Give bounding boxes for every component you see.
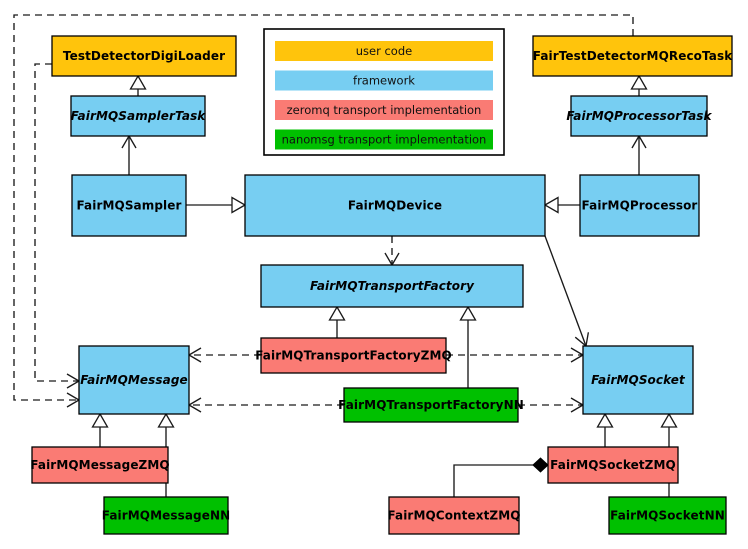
class-name-FairMQDevice: FairMQDevice [348, 199, 442, 213]
class-node-FairMQSocketZMQ[interactable]: FairMQSocketZMQ [547, 446, 679, 484]
class-box-FairMQSocket[interactable] [582, 345, 694, 415]
class-box-FairMQMessage[interactable] [78, 345, 190, 415]
class-box-FairMQSocketNN[interactable] [608, 496, 727, 535]
edge-e-processor-device [543, 196, 580, 214]
edge-e-tfnn-message [187, 397, 344, 413]
class-node-FairMQSampler[interactable]: FairMQSampler [71, 174, 187, 237]
class-box-FairMQMessageZMQ[interactable] [31, 446, 169, 484]
class-name-FairMQTransportFactoryZMQ: FairMQTransportFactoryZMQ [255, 349, 452, 363]
generalization-arrowhead-icon [543, 196, 559, 214]
class-name-FairMQTransportFactory: FairMQTransportFactory [310, 279, 475, 293]
generalization-arrowhead-icon [459, 305, 477, 321]
class-node-FairMQMessage[interactable]: FairMQMessage [78, 345, 190, 415]
edge-e-digiloader-samplertask [129, 74, 147, 96]
class-name-FairMQSocketNN: FairMQSocketNN [610, 509, 725, 523]
class-node-TestDetectorDigiLoader[interactable]: TestDetectorDigiLoader [51, 35, 237, 77]
class-name-FairMQProcessorTask: FairMQProcessorTask [566, 109, 712, 123]
class-box-FairMQTransportFactory[interactable] [260, 264, 524, 308]
legend-layer: user code framework zeromq transport imple… [263, 28, 505, 156]
edge-e-tfzmq-tf [328, 305, 346, 338]
legend-entry-nanomsg: nanomsg transport implementation [275, 129, 493, 150]
class-node-FairMQDevice[interactable]: FairMQDevice [244, 174, 546, 237]
class-name-TestDetectorDigiLoader: TestDetectorDigiLoader [63, 49, 225, 63]
class-node-FairMQTransportFactoryNN[interactable]: FairMQTransportFactoryNN [338, 387, 524, 423]
edge-e-processor-processortask [631, 134, 647, 175]
edge-e-tfzmq-socket [446, 347, 585, 363]
class-node-FairMQProcessor[interactable]: FairMQProcessor [579, 174, 700, 237]
class-node-FairMQTransportFactoryZMQ[interactable]: FairMQTransportFactoryZMQ [255, 337, 452, 374]
edge-path [13, 14, 634, 401]
class-name-FairTestDetectorMQRecoTask: FairTestDetectorMQRecoTask [533, 49, 733, 63]
class-box-FairMQMessageNN[interactable] [103, 496, 229, 535]
edge-e-device-transportfactory [384, 236, 400, 267]
class-box-TestDetectorDigiLoader[interactable] [51, 35, 237, 77]
class-box-FairMQTransportFactoryNN[interactable] [343, 387, 519, 423]
class-box-FairMQProcessorTask[interactable] [570, 95, 708, 137]
legend-label-framework: framework [353, 74, 415, 88]
edge-e-contextzmq-socketzmq [453, 457, 549, 497]
edge-e-tfnn-tf [459, 305, 477, 388]
legend-entry-user_code: user code [275, 41, 493, 61]
legend-label-zeromq: zeromq transport implementation [287, 103, 482, 117]
class-name-FairMQMessageZMQ: FairMQMessageZMQ [30, 458, 169, 472]
class-name-FairMQMessageNN: FairMQMessageNN [102, 509, 231, 523]
legend-swatch-nanomsg [275, 129, 493, 150]
class-node-FairMQProcessorTask[interactable]: FairMQProcessorTask [566, 95, 712, 137]
generalization-arrowhead-icon [129, 74, 147, 90]
edge-e-tfnn-socket [518, 397, 585, 413]
edge-e-tfzmq-message [187, 347, 261, 363]
class-node-FairMQSamplerTask[interactable]: FairMQSamplerTask [70, 95, 207, 137]
generalization-arrowhead-icon [630, 74, 648, 90]
class-box-FairMQSocketZMQ[interactable] [547, 446, 679, 484]
class-box-FairTestDetectorMQRecoTask[interactable] [532, 35, 733, 77]
legend-label-user_code: user code [356, 44, 412, 58]
class-name-FairMQContextZMQ: FairMQContextZMQ [387, 509, 520, 523]
legend-entry-framework: framework [275, 70, 493, 91]
edge-e-msgzmq-message [91, 412, 109, 447]
edge-e-device-socket [544, 235, 590, 348]
edge-e-recotask-processortask [630, 74, 648, 96]
class-node-FairMQContextZMQ[interactable]: FairMQContextZMQ [387, 496, 520, 535]
edge-e-sampler-samplertask [121, 134, 137, 175]
class-box-FairMQSampler[interactable] [71, 174, 187, 237]
class-box-FairMQProcessor[interactable] [579, 174, 700, 237]
legend-swatch-user_code [275, 41, 493, 61]
class-name-FairMQSampler: FairMQSampler [76, 199, 181, 213]
generalization-arrowhead-icon [157, 412, 175, 428]
class-name-FairMQProcessor: FairMQProcessor [582, 199, 698, 213]
class-node-FairMQSocketNN[interactable]: FairMQSocketNN [608, 496, 727, 535]
class-node-FairMQMessageNN[interactable]: FairMQMessageNN [102, 496, 231, 535]
generalization-arrowhead-icon [91, 412, 109, 428]
edge-e-sockzmq-socket [596, 412, 614, 447]
class-box-FairMQContextZMQ[interactable] [388, 496, 520, 535]
edge-e-sampler-device [186, 196, 247, 214]
class-box-FairMQDevice[interactable] [244, 174, 546, 237]
class-name-FairMQSamplerTask: FairMQSamplerTask [71, 109, 207, 123]
class-name-FairMQSocketZMQ: FairMQSocketZMQ [550, 458, 676, 472]
class-box-FairMQTransportFactoryZMQ[interactable] [260, 337, 447, 374]
class-name-FairMQMessage: FairMQMessage [80, 373, 188, 387]
generalization-arrowhead-icon [328, 305, 346, 321]
edge-path [544, 235, 587, 347]
class-node-FairMQSocket[interactable]: FairMQSocket [582, 345, 694, 415]
class-name-FairMQSocket: FairMQSocket [591, 373, 686, 387]
composition-diamond-icon [532, 457, 549, 473]
edge-path [453, 464, 533, 497]
class-name-FairMQTransportFactoryNN: FairMQTransportFactoryNN [338, 398, 524, 412]
generalization-arrowhead-icon [231, 196, 247, 214]
generalization-arrowhead-icon [596, 412, 614, 428]
node-layer: TestDetectorDigiLoader FairTestDetectorMQ… [30, 35, 733, 535]
legend-entry-zeromq: zeromq transport implementation [275, 100, 493, 120]
class-node-FairTestDetectorMQRecoTask[interactable]: FairTestDetectorMQRecoTask [532, 35, 733, 77]
legend-swatch-framework [275, 70, 493, 91]
legend-swatch-zeromq [275, 100, 493, 120]
class-box-FairMQSamplerTask[interactable] [70, 95, 206, 137]
generalization-arrowhead-icon [660, 412, 678, 428]
class-node-FairMQMessageZMQ[interactable]: FairMQMessageZMQ [30, 446, 170, 484]
legend-label-nanomsg: nanomsg transport implementation [282, 133, 487, 147]
class-node-FairMQTransportFactory[interactable]: FairMQTransportFactory [260, 264, 524, 308]
